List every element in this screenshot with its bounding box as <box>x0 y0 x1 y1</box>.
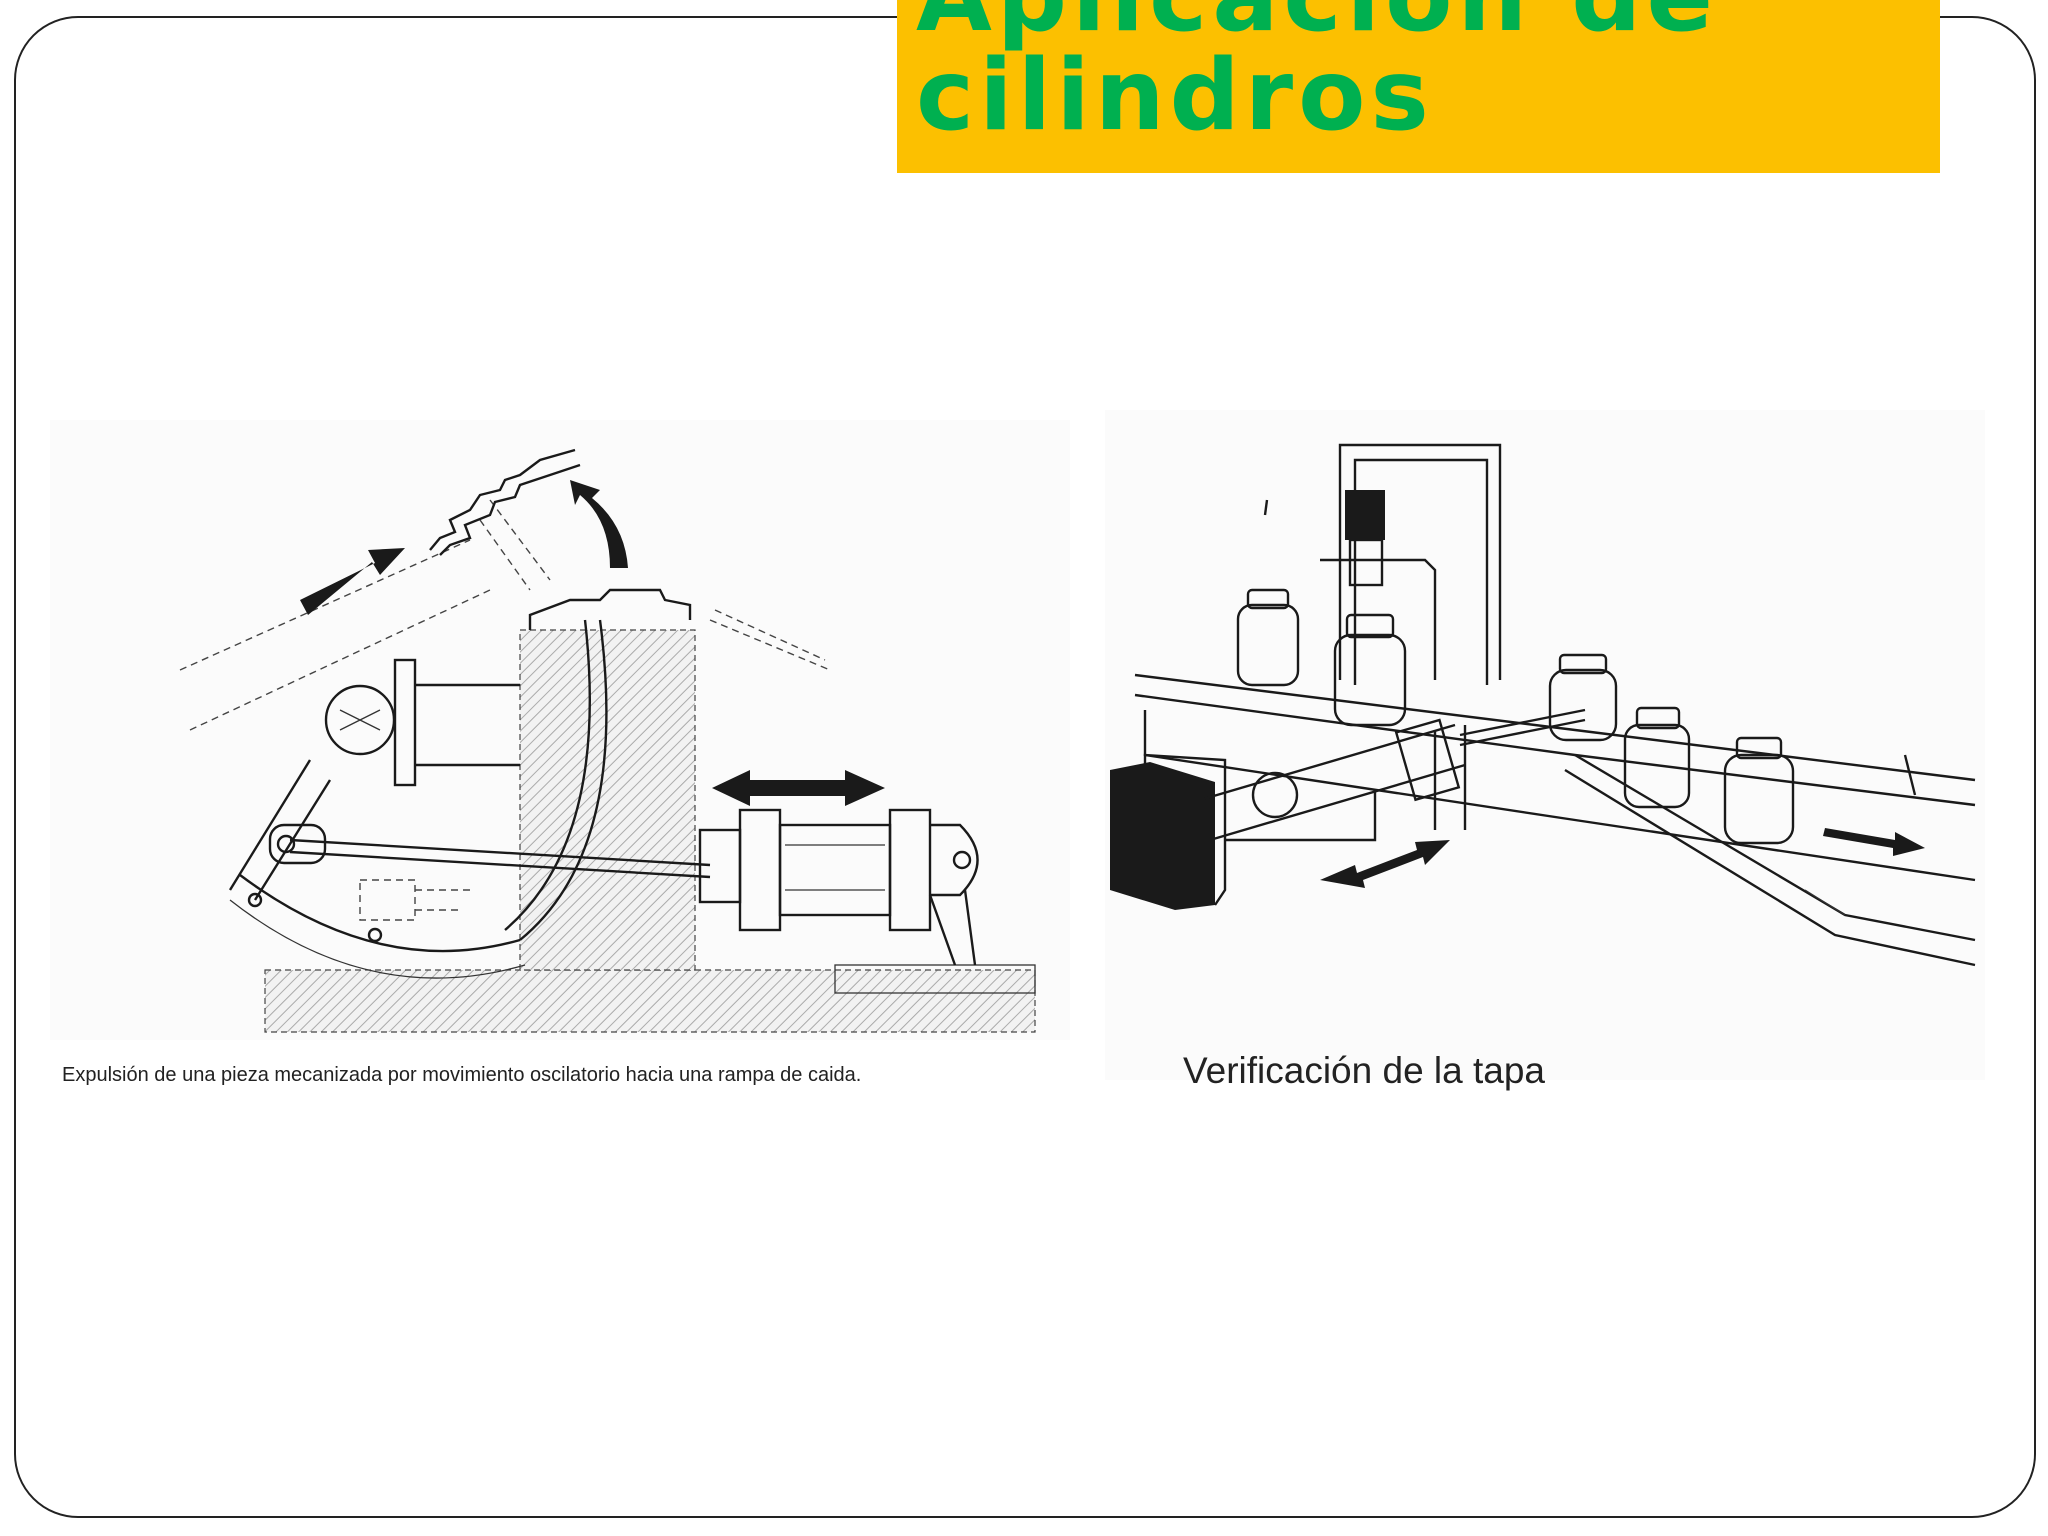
right-figure-caption: Verificación de la tapa <box>1183 1050 1546 1091</box>
title-banner: Aplicación de cilindros <box>897 0 1940 173</box>
bottle-4 <box>1623 706 1691 809</box>
bottle-5 <box>1723 736 1795 845</box>
slide-title-line-1: Aplicación de <box>916 0 1718 46</box>
left-figure-caption: Expulsión de una pieza mecanizada por mo… <box>62 1064 862 1086</box>
bottle-1 <box>1236 588 1300 687</box>
slide-title-line-2: cilindros <box>916 39 1434 153</box>
ejection-mechanism-drawing <box>50 420 1070 1040</box>
lid-verification-drawing <box>1105 410 1985 1080</box>
bottle-3 <box>1548 653 1618 742</box>
bottle-2 <box>1333 613 1407 727</box>
